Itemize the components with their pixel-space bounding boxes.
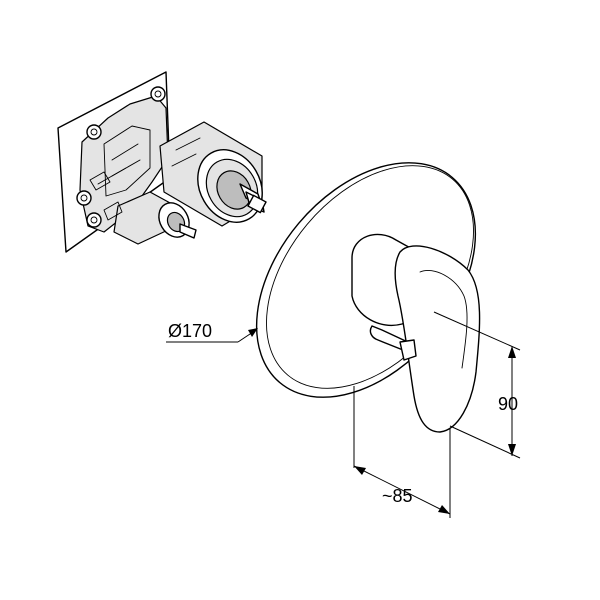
dimension-depth: ~85: [353, 386, 451, 518]
concealed-valve-body: [57, 71, 267, 253]
diameter-label: Ø170: [168, 321, 212, 341]
mounting-tabs: [76, 86, 166, 228]
escutcheon-assembly: [255, 162, 481, 433]
height-label: 90: [498, 394, 518, 414]
diverter-outlet: [113, 191, 197, 245]
handle-lever: [394, 245, 481, 433]
cartridge-housing: [159, 121, 263, 227]
spindle: [239, 183, 267, 214]
depth-label: ~85: [382, 486, 413, 506]
dimension-height: 90: [433, 311, 521, 459]
dimension-diameter: Ø170: [166, 321, 258, 343]
